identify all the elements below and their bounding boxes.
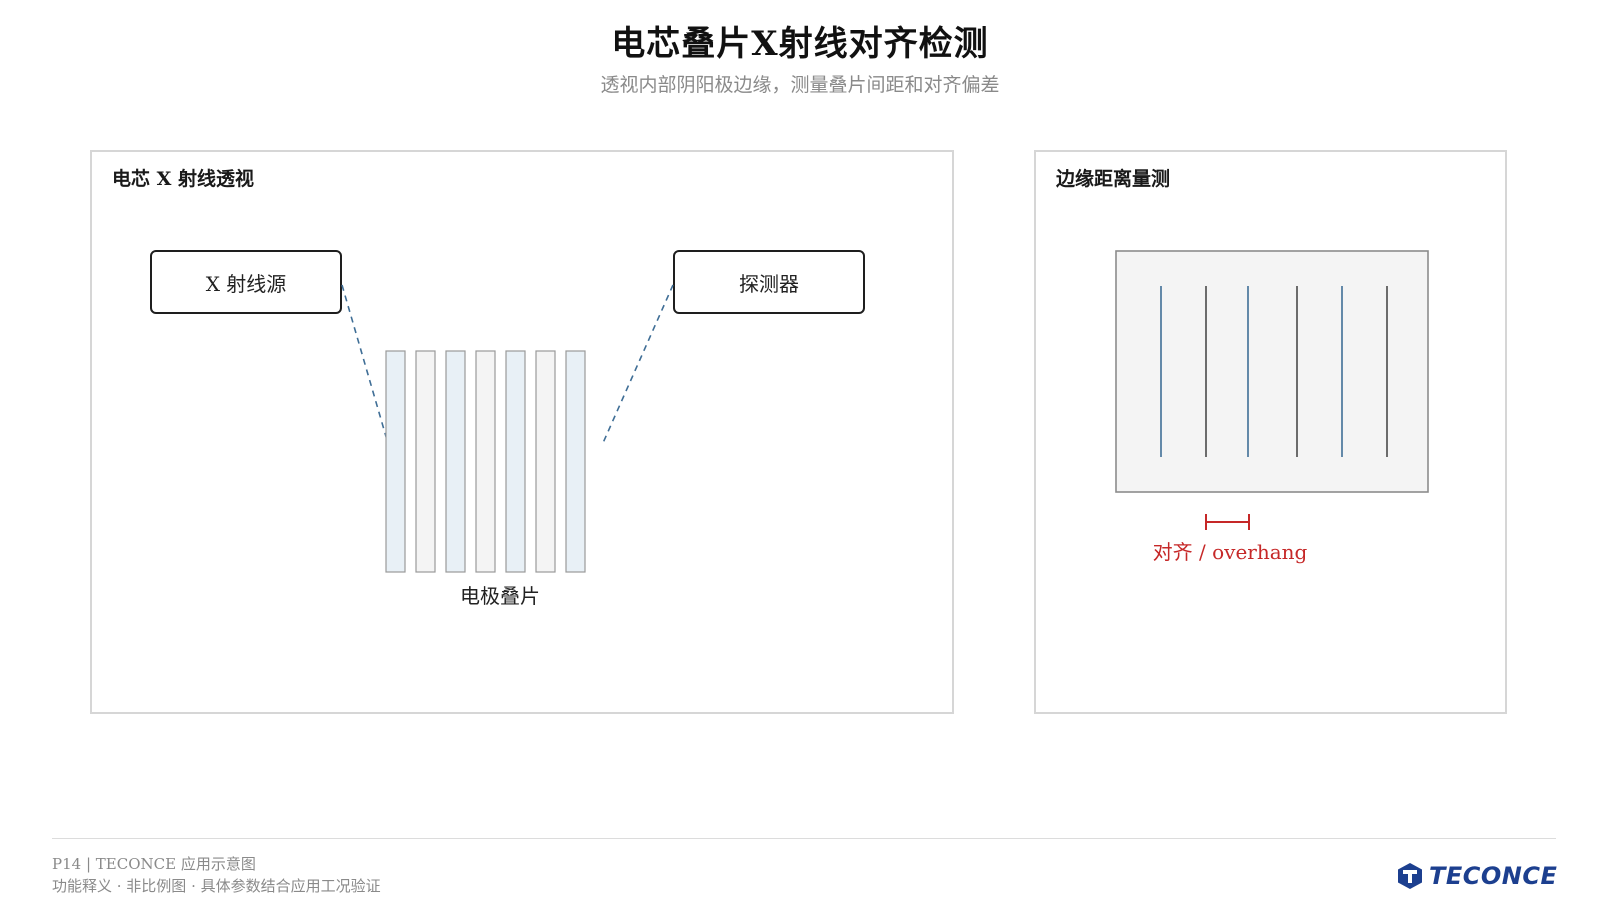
footer-note-line: 功能释义 · 非比例图 · 具体参数结合应用工况验证: [52, 877, 381, 895]
overhang-label: 对齐 / overhang: [1152, 540, 1308, 564]
beam-out-line: [602, 284, 674, 444]
edge-lines: [1160, 286, 1388, 457]
measure-panel-title: 边缘距离量测: [1056, 168, 1171, 190]
logo-text: TECONCE: [1429, 862, 1558, 890]
page-title: 电芯叠片X射线对齐检测: [611, 24, 989, 64]
electrode-stack: [385, 350, 586, 573]
electrode-plate-anode: [535, 350, 556, 573]
xray-source-box: X 射线源: [150, 250, 342, 314]
electrode-plate-cathode: [385, 350, 406, 573]
electrode-plate-anode: [415, 350, 436, 573]
footer-divider: [52, 838, 1556, 839]
edge-inset-box: [1115, 250, 1429, 493]
teconce-logo: TECONCE: [1397, 862, 1557, 890]
page-subtitle: 透视内部阴阳极边缘，测量叠片间距和对齐偏差: [600, 74, 1000, 96]
xray-panel-title: 电芯 X 射线透视: [112, 168, 254, 190]
electrode-plate-anode: [475, 350, 496, 573]
electrode-plate-cathode: [505, 350, 526, 573]
electrode-plate-cathode: [565, 350, 586, 573]
electrode-stack-label: 电极叠片: [460, 584, 540, 608]
beam-in-line: [341, 284, 388, 441]
footer-page-line: P14 | TECONCE 应用示意图: [52, 855, 256, 873]
teconce-logo-icon: [1398, 863, 1422, 889]
detector-box: 探测器: [673, 250, 865, 314]
xray-source-label: X 射线源: [205, 271, 287, 296]
detector-label: 探测器: [739, 271, 799, 296]
electrode-plate-cathode: [445, 350, 466, 573]
